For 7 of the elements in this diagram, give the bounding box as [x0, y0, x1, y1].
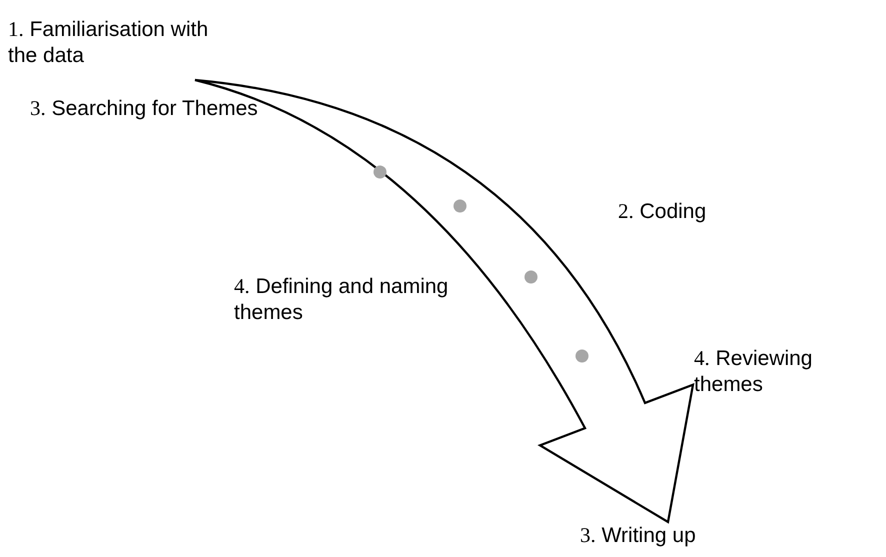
step-label: 3. Searching for Themes	[30, 95, 259, 122]
curved-block-arrow	[194, 78, 694, 524]
step-label: 4. Defining and naming themes	[234, 273, 450, 326]
step-label: 4. Reviewing themes	[694, 345, 814, 398]
step-label: 3. Writing up	[580, 522, 697, 549]
step-label: 2. Coding	[618, 198, 708, 225]
step-label: 1. Familiarisation with the data	[8, 16, 210, 70]
